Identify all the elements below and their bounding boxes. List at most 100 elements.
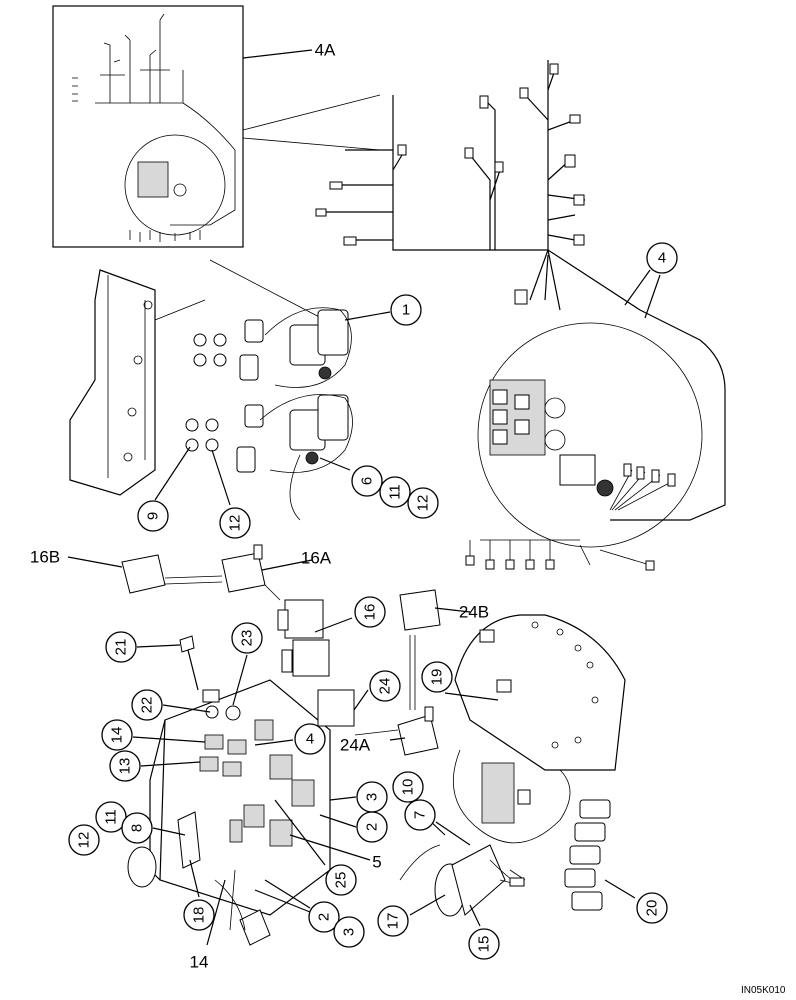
callout-c17: 17 — [377, 905, 409, 937]
callout-circle — [468, 928, 500, 960]
callout-c3a: 3 — [356, 781, 388, 813]
callout-number: 10 — [400, 779, 417, 796]
callout-number: 4 — [306, 731, 314, 748]
callout-c23: 23 — [231, 622, 263, 654]
callout-c4: 4 — [646, 242, 678, 274]
callout-circle — [109, 750, 141, 782]
callout-number: 4 — [658, 250, 666, 267]
callout-number: 22 — [139, 697, 156, 714]
callout-number: 25 — [333, 872, 350, 889]
label-t16A: 16A — [301, 549, 332, 568]
callout-circle — [356, 811, 388, 843]
callout-c12c: 12 — [68, 824, 100, 856]
callout-number: 24 — [377, 678, 394, 695]
label-t16B: 16B — [30, 548, 60, 567]
callout-circle — [377, 905, 409, 937]
relays-24 — [354, 589, 441, 756]
callout-circle — [636, 892, 668, 924]
callout-c8: 8 — [121, 812, 153, 844]
callout-c9: 9 — [137, 500, 169, 532]
harness-detail-inset — [465, 322, 703, 571]
callout-circle — [121, 812, 153, 844]
main-harness — [315, 60, 726, 521]
callout-c22: 22 — [131, 689, 163, 721]
callout-circle — [308, 901, 340, 933]
callout-circle — [390, 294, 422, 326]
connector-stack — [564, 799, 611, 911]
callout-c1: 1 — [390, 294, 422, 326]
callout-number: 14 — [109, 727, 126, 744]
callout-circle — [219, 507, 251, 539]
callout-circle — [105, 631, 137, 663]
callout-circle — [421, 661, 453, 693]
callout-circle — [354, 596, 386, 628]
callout-number: 3 — [341, 928, 358, 936]
callout-number: 6 — [359, 477, 376, 485]
callout-c25: 25 — [325, 864, 357, 896]
callout-c15: 15 — [468, 928, 500, 960]
callout-c7: 7 — [404, 799, 436, 831]
callout-number: 23 — [239, 630, 256, 647]
leader-lines — [67, 49, 661, 946]
label-t24B: 24B — [459, 603, 489, 622]
label-t4A: 4A — [315, 41, 336, 60]
callout-number: 11 — [103, 809, 120, 825]
callout-circle — [392, 771, 424, 803]
callout-number: 21 — [113, 639, 130, 656]
callout-number: 1 — [402, 302, 410, 319]
callout-c13: 13 — [109, 750, 141, 782]
horn-assembly — [399, 844, 526, 917]
callout-c6: 6 — [351, 465, 383, 497]
callout-circle — [68, 824, 100, 856]
callout-circle — [333, 916, 365, 948]
callout-circle — [646, 242, 678, 274]
relay-bracket-assembly — [69, 259, 353, 521]
callout-circle — [369, 670, 401, 702]
callout-circle — [379, 476, 411, 508]
callout-c24: 24 — [369, 670, 401, 702]
callout-circle — [404, 799, 436, 831]
callout-c2b: 2 — [308, 901, 340, 933]
callout-c4b: 4 — [294, 723, 326, 755]
fuse-relay-box — [127, 599, 355, 946]
callout-number: 18 — [191, 907, 208, 924]
callout-number: 12 — [76, 832, 93, 849]
callout-number: 12 — [415, 495, 432, 512]
label-t24A: 24A — [340, 736, 371, 755]
callout-number: 2 — [316, 913, 333, 921]
callout-c12a: 12 — [407, 487, 439, 519]
callout-number: 9 — [145, 512, 162, 520]
callout-circle — [325, 864, 357, 896]
callout-circle — [101, 719, 133, 751]
callout-number: 11 — [387, 484, 404, 500]
callout-number: 12 — [227, 515, 244, 532]
callout-c19: 19 — [421, 661, 453, 693]
callout-number: 19 — [429, 669, 446, 686]
callout-c2a: 2 — [356, 811, 388, 843]
relays-16 — [121, 544, 281, 601]
callout-c21: 21 — [105, 631, 137, 663]
overview-inset — [52, 5, 381, 248]
callout-c10: 10 — [392, 771, 424, 803]
callout-circle — [231, 622, 263, 654]
callout-number: 16 — [362, 604, 379, 621]
callout-circle — [131, 689, 163, 721]
label-t5: 5 — [372, 853, 381, 872]
callout-c12b: 12 — [219, 507, 251, 539]
callout-c20: 20 — [636, 892, 668, 924]
label-t14b: 14 — [190, 953, 209, 972]
figure-reference: IN05K010 — [741, 985, 786, 996]
callout-c16: 16 — [354, 596, 386, 628]
callout-number: 8 — [129, 824, 146, 832]
callout-number: 15 — [476, 936, 493, 953]
callout-number: 17 — [385, 913, 402, 930]
callout-number: 7 — [412, 811, 429, 819]
callout-c11a: 11 — [379, 476, 411, 508]
callout-c18: 18 — [183, 899, 215, 931]
callout-c14a: 14 — [101, 719, 133, 751]
callout-circle — [351, 465, 383, 497]
right-mounting-plate — [453, 614, 626, 844]
